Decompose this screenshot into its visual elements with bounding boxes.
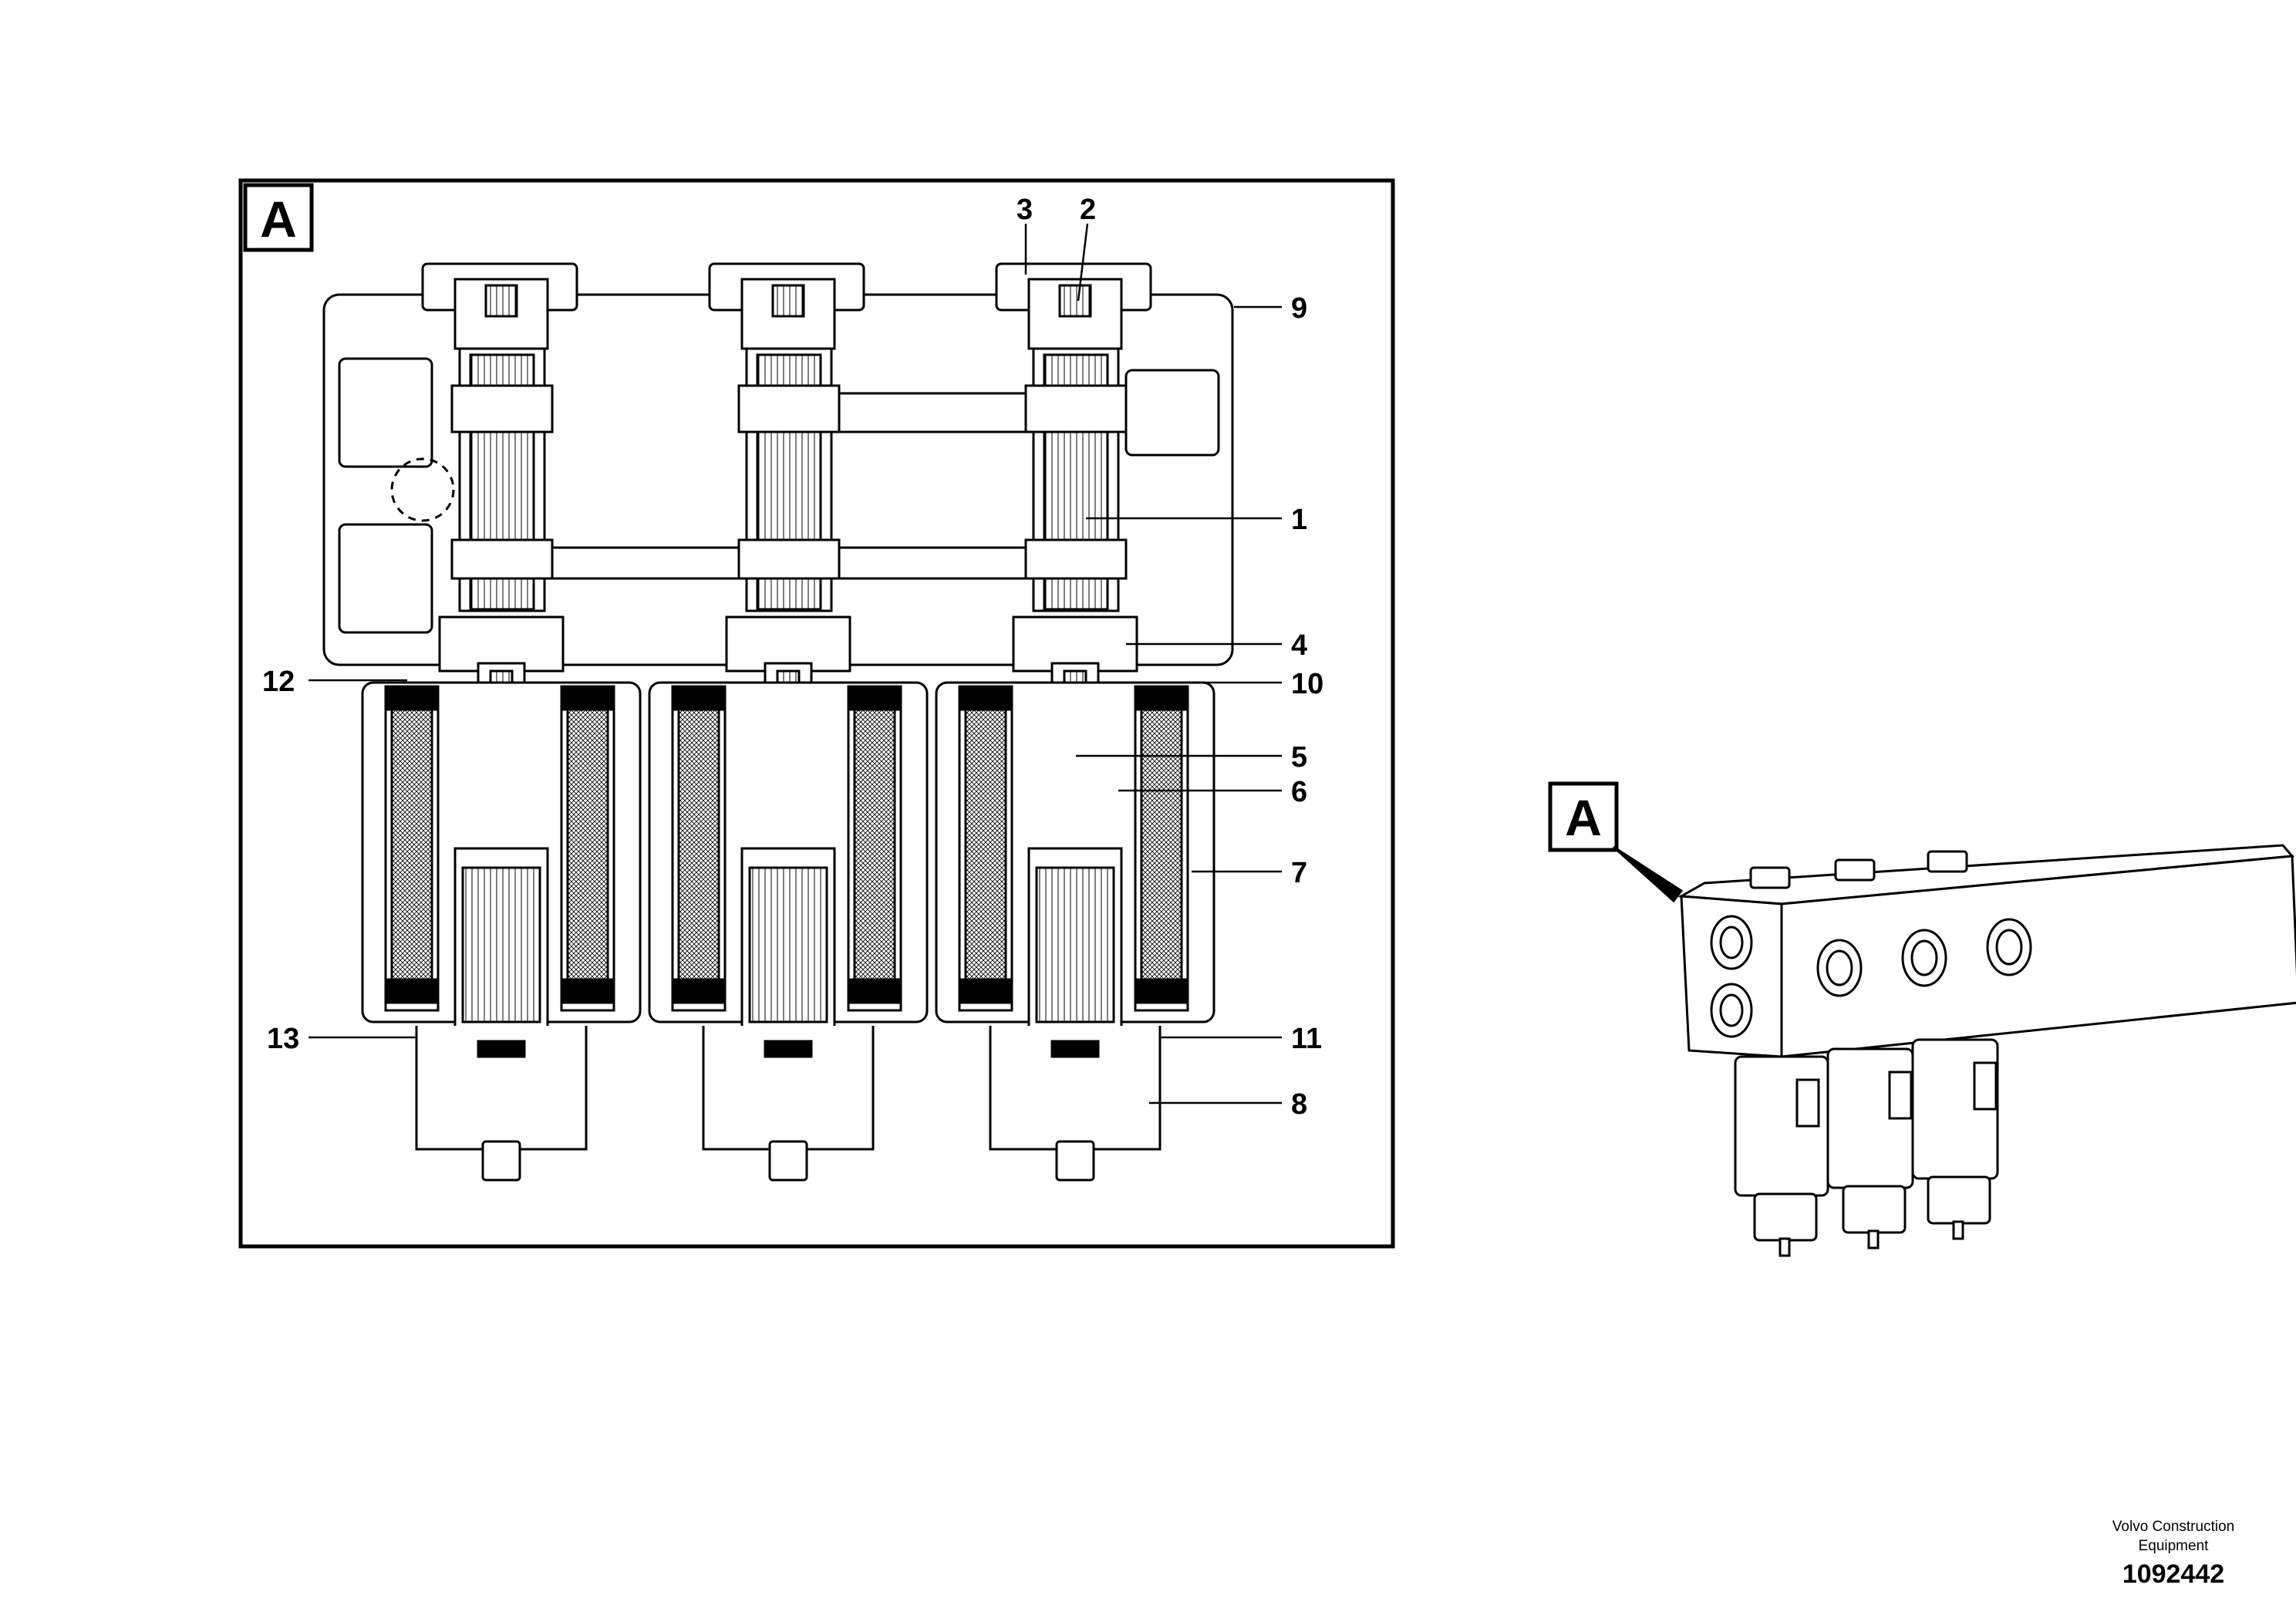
valve-assembly-center <box>648 262 929 1182</box>
callout-6: 6 <box>1291 776 1307 808</box>
iso-label: A <box>1565 789 1602 846</box>
callout-12: 12 <box>262 666 295 698</box>
callouts: 9 1 4 10 5 6 7 11 8 3 2 12 13 <box>262 194 1323 1121</box>
callout-8: 8 <box>1291 1088 1307 1121</box>
callout-1: 1 <box>1291 504 1307 536</box>
section-frame <box>238 178 1395 1249</box>
drawing-number: 1092442 <box>2122 1560 2224 1589</box>
section-label-box: A <box>243 183 314 252</box>
callout-9: 9 <box>1291 292 1307 325</box>
callout-2: 2 <box>1080 194 1096 226</box>
section-view-a: A <box>238 178 1395 1249</box>
company-line2: Equipment <box>2139 1538 2210 1554</box>
callout-4: 4 <box>1291 629 1307 662</box>
callout-5: 5 <box>1291 741 1307 774</box>
valve-assembly-right <box>935 262 1215 1182</box>
footer: Volvo Construction Equipment 1092442 <box>2112 1519 2234 1589</box>
section-label: A <box>260 191 297 248</box>
leader-lines <box>308 223 1282 1104</box>
valve-assembly-left <box>361 262 642 1182</box>
callout-3: 3 <box>1017 194 1033 226</box>
valve-block-iso <box>1677 844 2296 1058</box>
callout-10: 10 <box>1291 668 1323 700</box>
callout-7: 7 <box>1291 857 1307 889</box>
valve-body <box>322 293 1234 666</box>
iso-label-box: A <box>1548 781 1684 903</box>
solenoids-iso <box>1734 1038 1999 1257</box>
callout-11: 11 <box>1291 1023 1322 1055</box>
isometric-view: A <box>1548 781 2296 1257</box>
company-line1: Volvo Construction <box>2112 1519 2234 1535</box>
callout-13: 13 <box>267 1023 299 1055</box>
